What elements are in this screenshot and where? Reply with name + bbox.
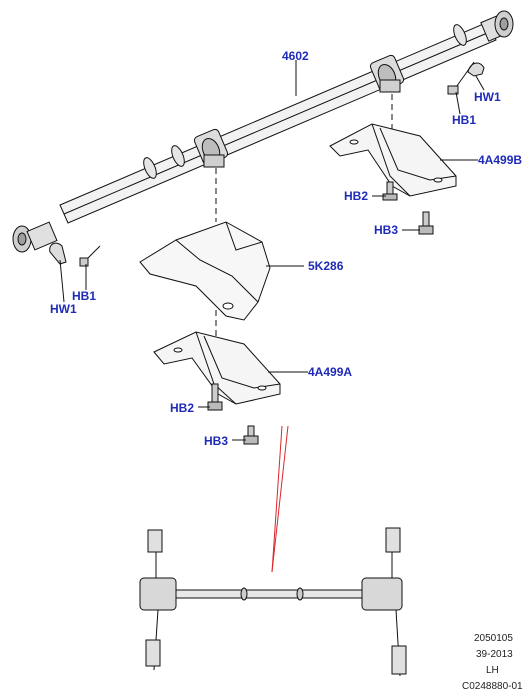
ref-line-3: LH	[486, 665, 499, 676]
callout-4602: 4602	[282, 49, 309, 63]
callout-hb2-right: HB2	[344, 189, 368, 203]
ref-line-4: C0248880-01	[462, 681, 523, 692]
bolt-hb1-right	[447, 61, 475, 95]
bracket-4a499b	[329, 123, 457, 197]
bolt-hb3-right	[418, 211, 434, 235]
center-bearing-right	[369, 54, 405, 93]
left-flange	[12, 221, 58, 253]
callout-hb1-left: HB1	[72, 289, 96, 303]
callout-hw1-left: HW1	[50, 302, 77, 316]
bolt-hb3-left	[243, 425, 259, 445]
right-flange	[480, 10, 514, 42]
callout-5k286: 5K286	[308, 259, 344, 273]
driveline-overview	[139, 527, 407, 677]
leader-lines	[59, 60, 485, 441]
clip-hw1-left	[49, 242, 67, 265]
bolt-hb2-left	[207, 383, 223, 411]
callout-4a499a: 4A499A	[308, 365, 352, 379]
callout-hw1-right: HW1	[474, 90, 501, 104]
reference-codes: 2050105 39-2013 LH C0248880-01	[462, 633, 523, 692]
callout-hb1-right: HB1	[452, 113, 476, 127]
callout-hb3-right: HB3	[374, 223, 398, 237]
locator-indicator	[271, 425, 289, 573]
center-bearing-left	[193, 128, 229, 168]
bolt-hb2-right	[382, 181, 398, 201]
propeller-shaft	[12, 10, 514, 253]
ref-line-2: 39-2013	[476, 649, 513, 660]
bolt-hb1-left	[79, 245, 101, 267]
callout-hb3-left: HB3	[204, 434, 228, 448]
heat-shield-5k286	[139, 221, 271, 321]
ref-line-1: 2050105	[474, 633, 513, 644]
callout-4a499b: 4A499B	[478, 153, 522, 167]
clip-hw1-right	[467, 62, 485, 77]
callout-hb2-left: HB2	[170, 401, 194, 415]
